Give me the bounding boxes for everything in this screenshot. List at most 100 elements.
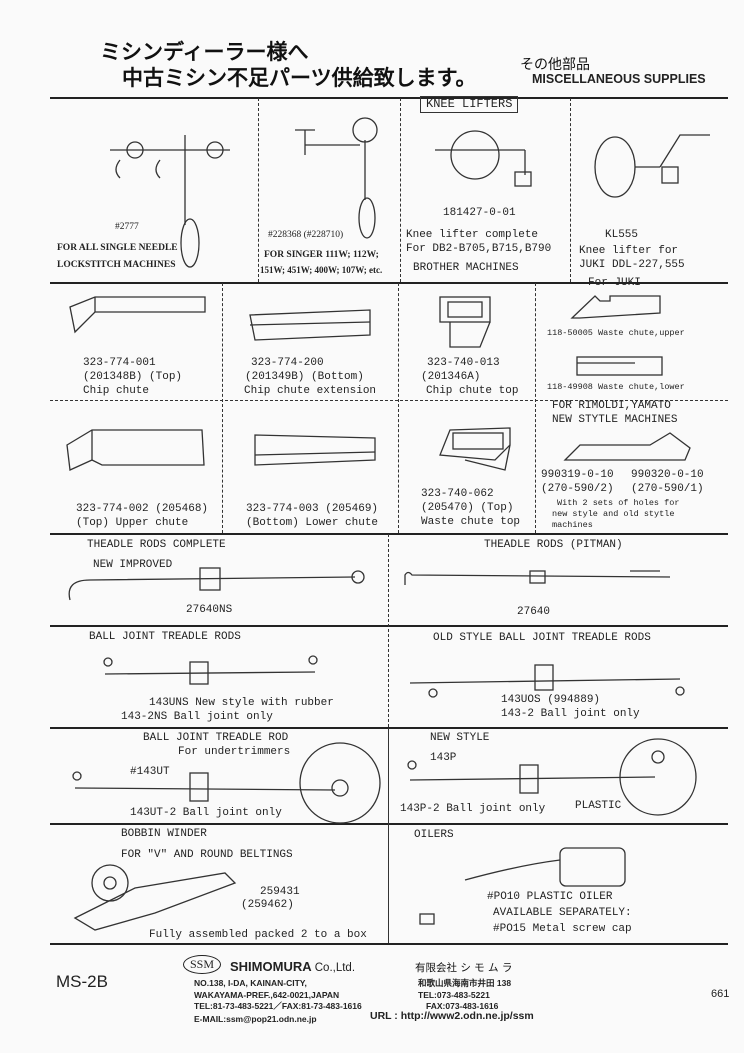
item-code: 323-740-013 (427, 357, 500, 369)
item-desc: LOCKSTITCH MACHINES (57, 260, 176, 270)
section-heading-juki: For JUKI (588, 277, 641, 289)
item-desc: Chip chute (83, 385, 150, 397)
item-code: 323-740-062 (421, 488, 494, 500)
item-desc: 143UT-2 Ball joint only (130, 807, 282, 819)
col-divider (400, 98, 401, 282)
item-desc: (Top) Upper chute (76, 517, 189, 529)
knee-lifter-juki-drawing (594, 134, 710, 198)
item-code-alt: (259462) (241, 899, 294, 911)
item-desc: 118-50005 Waste chute,upper (547, 328, 685, 338)
row-divider (50, 823, 728, 825)
company-name: SHIMOMURA Co.,Ltd. (230, 959, 355, 974)
company-name-jp: 有限会社 シ モ ム ラ (415, 962, 513, 974)
page-number: 661 (711, 988, 730, 1000)
email: E-MAIL:ssm@pop21.odn.ne.jp (194, 1013, 317, 1024)
col-divider (222, 283, 223, 533)
knee-lifter-brother-drawing (435, 130, 532, 187)
col-divider (535, 283, 536, 533)
row-divider (50, 533, 728, 535)
item-code: 259431 (260, 886, 300, 898)
item-desc: 143UNS New style with rubber (149, 697, 334, 709)
item-code: 323-774-002 (205468) (76, 503, 209, 515)
ball-joint-rod-143uos-drawing (409, 664, 685, 698)
section-heading: NEW STYLE (430, 732, 490, 744)
bottom-rule (50, 943, 728, 945)
page-code: MS-2B (56, 972, 108, 991)
waste-chute-lower-drawing (576, 356, 663, 376)
lower-chute-drawing (254, 434, 376, 466)
item-code: 323-774-003 (205469) (246, 503, 379, 515)
address-line: WAKAYAMA-PREF.,642-0021,JAPAN (194, 989, 340, 1000)
section-heading: THEADLE RODS (PITMAN) (484, 539, 623, 551)
item-code: 323-774-200 (251, 357, 324, 369)
item-code: KL555 (605, 229, 639, 241)
website-url[interactable]: URL : http://www2.odn.ne.jp/ssm (370, 1010, 534, 1022)
chip-chute-top-drawing (439, 296, 491, 348)
company-logo: SSM (183, 955, 222, 974)
section-heading: BALL JOINT TREADLE RODS (89, 631, 241, 643)
item-desc: Chip chute top (426, 385, 519, 397)
item-desc: #PO15 Metal screw cap (493, 923, 632, 935)
item-note: Fully assembled packed 2 to a box (149, 929, 367, 941)
section-heading: OLD STYLE BALL JOINT TREADLE RODS (433, 632, 651, 644)
item-desc: AVAILABLE SEPARATELY: (493, 907, 632, 919)
item-code-alt: (270-590/1) (631, 483, 704, 495)
item-code: 990319-0-10 (541, 469, 614, 481)
waste-chute-upper-drawing (570, 295, 661, 319)
knee-lifter-singer-drawing (295, 117, 378, 239)
fax-jp: FAX:073-483-1616 (426, 1001, 499, 1011)
ball-joint-rod-143p-drawing (407, 738, 697, 816)
item-code: #2777 (115, 222, 139, 232)
item-desc: Chip chute extension (244, 385, 377, 397)
item-desc: FOR SINGER 111W; 112W; (264, 250, 379, 260)
item-desc: 118-49908 Waste chute,lower (547, 382, 685, 392)
item-note: machines (552, 520, 593, 530)
chip-chute-extension-drawing (249, 309, 371, 341)
item-code: 27640 (517, 606, 551, 618)
item-code-alt: (270-590/2) (541, 483, 614, 495)
treadle-rod-27640-drawing (404, 570, 671, 585)
col-divider (570, 98, 571, 282)
tel-jp: TEL:073-483-5221 (418, 989, 490, 1000)
heading-jp-line2: 中古ミシン不足パーツ供給致します。 (122, 65, 477, 90)
ball-joint-rod-143uns-drawing (103, 655, 318, 685)
item-code-alt: (201348B) (Top) (83, 371, 183, 383)
item-code: 323-774-001 (83, 357, 156, 369)
top-rule (50, 97, 728, 99)
tel-fax: TEL:81-73-483-5221／FAX:81-73-483-1616 (194, 1001, 362, 1011)
item-desc: Knee lifter for (579, 245, 679, 257)
item-code-alt: (205470) (Top) (421, 502, 514, 514)
row-divider (50, 727, 728, 729)
item-desc: BROTHER MACHINES (413, 262, 519, 274)
company-address-jp: 和歌山県海南市井田 138 TEL:073-483-5221 FAX:073-4… (418, 978, 511, 1013)
knee-lifter-2777-drawing (110, 135, 230, 268)
col-divider (258, 98, 259, 282)
item-desc: 151W; 451W; 400W; 107W; etc. (260, 265, 383, 275)
treadle-rod-27640ns-drawing (68, 567, 365, 601)
item-code: 143UOS (994889) (501, 694, 601, 706)
section-heading: THEADLE RODS COMPLETE (87, 539, 226, 551)
waste-chute-top-drawing (439, 427, 511, 471)
company-name-text: SHIMOMURA (230, 959, 312, 974)
col-divider (398, 283, 399, 533)
section-subheading: NEW IMPROVED (93, 559, 173, 571)
item-desc: #PO10 PLASTIC OILER (487, 891, 613, 903)
category-en: MISCELLANEOUS SUPPLIES (532, 72, 706, 86)
item-code: 181427-0-01 (443, 207, 516, 219)
item-code: 990320-0-10 (631, 469, 704, 481)
section-heading: BOBBIN WINDER (121, 828, 207, 840)
rimoldi-chute-drawing (563, 432, 691, 461)
item-desc: For DB2-B705,B715,B790 (406, 243, 552, 255)
section-heading-rimoldi-sub: NEW STYTLE MACHINES (552, 414, 678, 426)
item-code-alt: (201349B) (Bottom) (245, 371, 364, 383)
col-divider (388, 534, 389, 727)
label-plastic: PLASTIC (575, 800, 622, 812)
company-address: NO.138, I-DA, KAINAN-CITY, WAKAYAMA-PREF… (194, 978, 362, 1025)
item-note: With 2 sets of holes for (557, 498, 680, 508)
ball-joint-rod-143ut-drawing (72, 742, 381, 824)
oiler-drawing (464, 847, 626, 887)
item-code-alt: (201346A) (421, 371, 481, 383)
address-line: NO.138, I-DA, KAINAN-CITY, (194, 978, 307, 988)
chip-chute-drawing (69, 296, 206, 334)
item-desc: JUKI DDL-227,555 (579, 259, 685, 271)
